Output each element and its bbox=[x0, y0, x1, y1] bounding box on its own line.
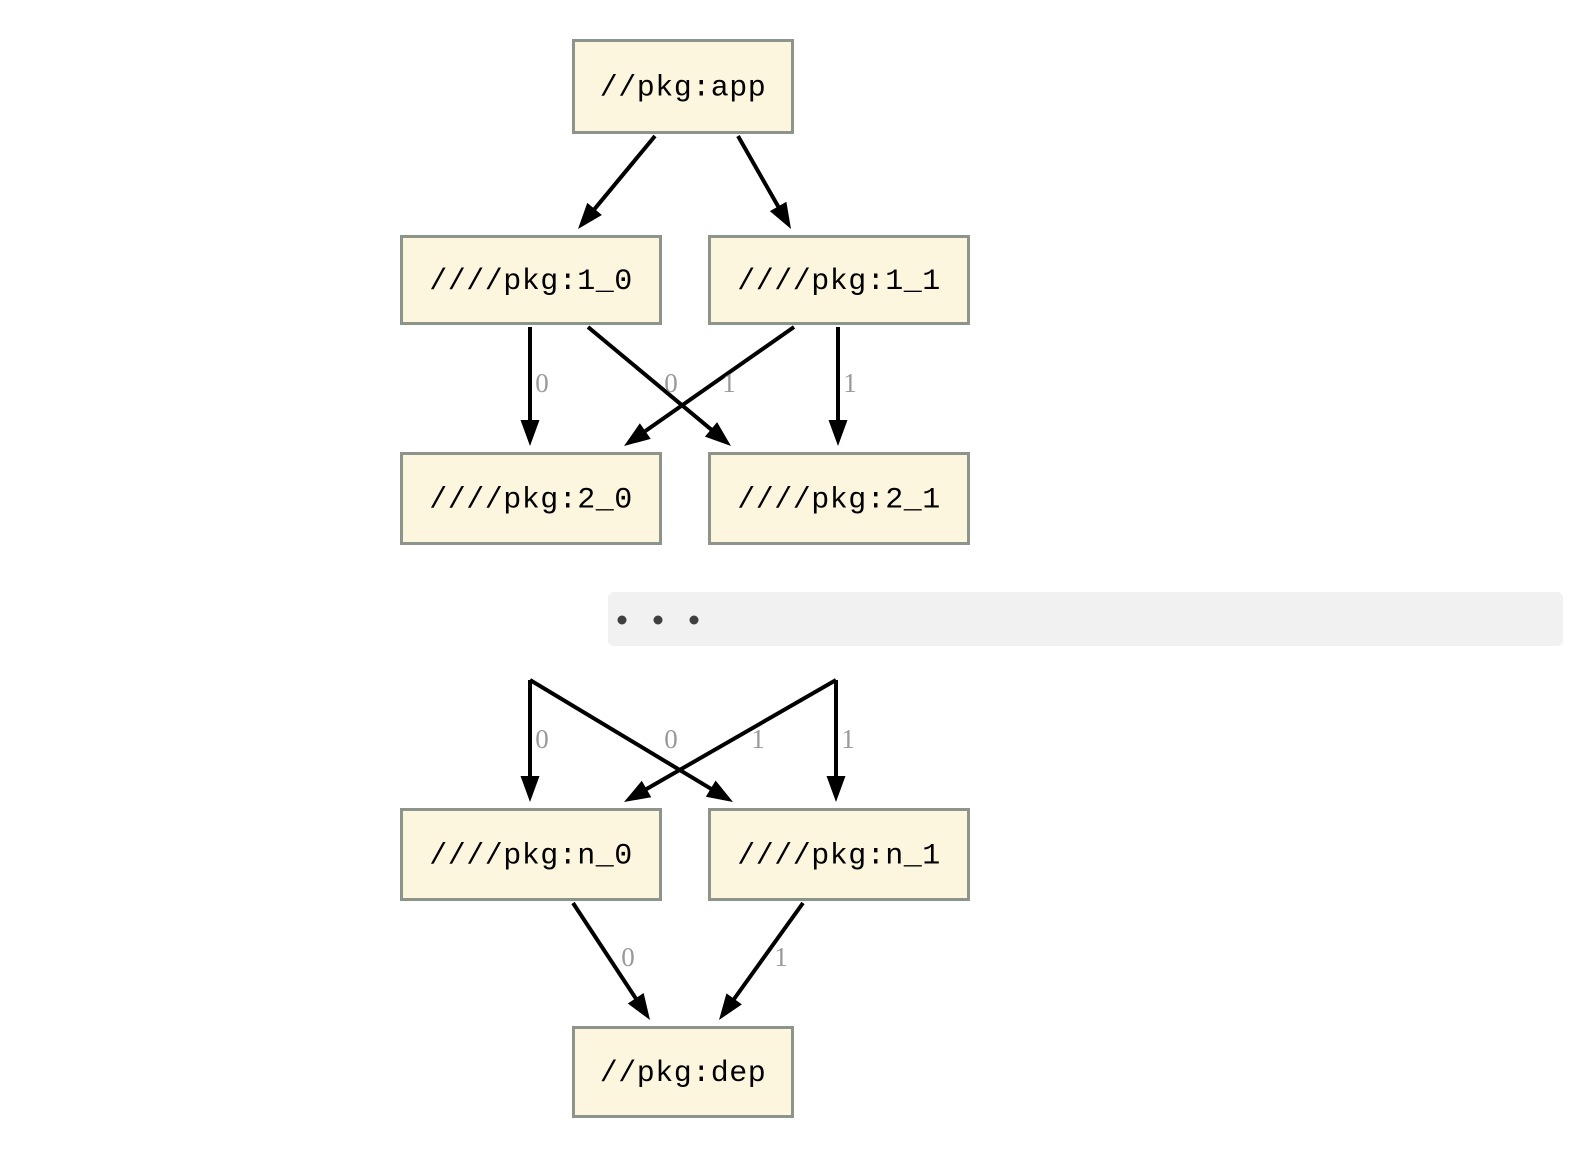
node-box[interactable] bbox=[400, 235, 662, 325]
edge-line bbox=[528, 678, 716, 793]
arrowhead-icon bbox=[769, 201, 791, 229]
edge-label: 0 bbox=[664, 724, 678, 754]
node-box[interactable] bbox=[708, 808, 970, 901]
node-nn_0[interactable]: ////pkg:n_0 bbox=[400, 808, 662, 901]
arrowhead-icon bbox=[705, 780, 733, 802]
arrowhead-icon bbox=[520, 420, 540, 446]
edge-label: 1 bbox=[843, 368, 857, 398]
edge-e-n_1-dep: 1 bbox=[719, 901, 805, 1020]
ellipsis-band bbox=[608, 592, 1563, 646]
arrowhead-icon bbox=[826, 776, 846, 802]
edge-e-y-n_1: 1 bbox=[826, 680, 855, 802]
edge-line bbox=[571, 901, 640, 1003]
arrowhead-icon bbox=[624, 780, 652, 802]
node-nn_1[interactable]: ////pkg:n_1 bbox=[708, 808, 970, 901]
edge-e-n_0-dep: 0 bbox=[571, 901, 650, 1020]
arrowhead-icon bbox=[719, 993, 742, 1020]
arrowhead-icon bbox=[704, 422, 731, 446]
edge-line bbox=[586, 325, 716, 434]
node-dep[interactable]: //pkg:dep bbox=[572, 1026, 794, 1118]
edge-label: 0 bbox=[621, 942, 635, 972]
node-box[interactable] bbox=[708, 452, 970, 545]
node-label: //pkg:app bbox=[600, 71, 767, 105]
node-label: ////pkg:2_0 bbox=[429, 483, 633, 517]
node-label: ////pkg:n_0 bbox=[429, 839, 633, 873]
node-label: ////pkg:1_1 bbox=[737, 265, 941, 299]
edge-label: 0 bbox=[664, 368, 678, 398]
ellipsis-dot-2 bbox=[689, 615, 699, 625]
node-app[interactable]: //pkg:app bbox=[572, 39, 794, 134]
node-label: ////pkg:n_1 bbox=[737, 839, 941, 873]
edge-label: 0 bbox=[535, 724, 549, 754]
node-n2_1[interactable]: ////pkg:2_1 bbox=[708, 452, 970, 545]
node-n1_0[interactable]: ////pkg:1_0 bbox=[400, 235, 662, 325]
edge-line bbox=[642, 678, 837, 793]
node-box[interactable] bbox=[400, 808, 662, 901]
nodes-layer: //pkg:app ////pkg:1_0 ////pkg:1_1 ////pkg:2… bbox=[400, 39, 970, 1118]
node-label: //pkg:dep bbox=[600, 1057, 767, 1091]
edge-line bbox=[736, 135, 782, 211]
arrowhead-icon bbox=[828, 420, 848, 446]
arrowhead-icon bbox=[627, 993, 650, 1020]
edge-e-app-1_0 bbox=[578, 134, 657, 229]
edge-e-app-1_1 bbox=[736, 135, 791, 229]
ellipsis-dot-1 bbox=[653, 615, 663, 625]
node-label: ////pkg:1_0 bbox=[429, 265, 633, 299]
edge-e-1_1-2_1: 1 bbox=[828, 327, 857, 446]
edge-e-1_1-2_0: 1 bbox=[624, 325, 796, 446]
edge-label: 1 bbox=[751, 724, 765, 754]
edge-line bbox=[730, 901, 805, 1004]
edge-line bbox=[640, 325, 796, 436]
edge-e-1_0-2_0: 0 bbox=[520, 327, 549, 446]
edge-label: 1 bbox=[722, 368, 736, 398]
edges-layer: 0 0 1 1 0 0 1 1 0 1 bbox=[520, 134, 857, 1020]
node-box[interactable] bbox=[400, 452, 662, 545]
edge-e-1_0-2_1: 0 bbox=[586, 325, 731, 446]
arrowhead-icon bbox=[520, 776, 540, 802]
node-box[interactable] bbox=[572, 39, 794, 134]
node-n2_0[interactable]: ////pkg:2_0 bbox=[400, 452, 662, 545]
edge-e-y-n_0: 1 bbox=[624, 678, 837, 802]
arrowhead-icon bbox=[624, 423, 651, 446]
edge-label: 1 bbox=[774, 942, 788, 972]
edge-line bbox=[590, 134, 657, 214]
node-label: ////pkg:2_1 bbox=[737, 483, 941, 517]
edge-label: 1 bbox=[841, 724, 855, 754]
edge-e-x-n_1: 0 bbox=[528, 678, 733, 802]
edge-e-x-n_0: 0 bbox=[520, 680, 549, 802]
node-box[interactable] bbox=[708, 235, 970, 325]
node-box[interactable] bbox=[572, 1026, 794, 1118]
ellipsis-separator bbox=[608, 592, 1563, 646]
node-n1_1[interactable]: ////pkg:1_1 bbox=[708, 235, 970, 325]
edge-label: 0 bbox=[535, 368, 549, 398]
ellipsis-dot-0 bbox=[617, 615, 627, 625]
arrowhead-icon bbox=[578, 202, 602, 229]
